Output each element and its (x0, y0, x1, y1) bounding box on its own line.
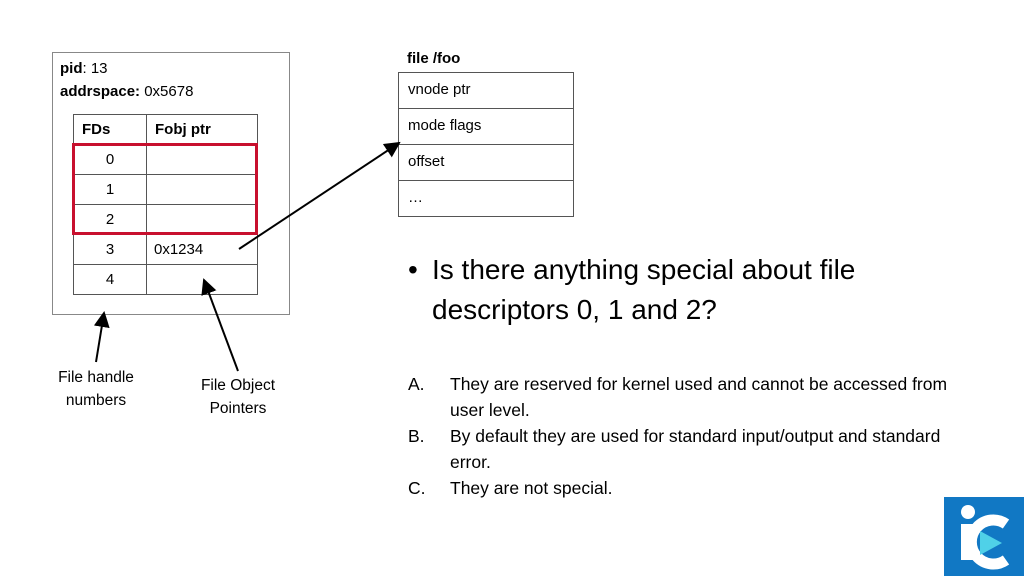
addrspace-value: 0x5678 (140, 83, 194, 100)
pid-line: pid: 13 (60, 57, 108, 80)
ic-logo-icon (944, 497, 1024, 576)
question-text: Is there anything special about file des… (432, 254, 856, 325)
answer-option: A. They are reserved for kernel used and… (408, 371, 968, 423)
fobj-ptr (146, 174, 258, 205)
pid-label: pid (60, 60, 83, 77)
std-fd-highlight (72, 143, 258, 235)
file-object-caption: File Object Pointers (178, 374, 298, 420)
caption-line: numbers (65, 392, 127, 409)
answer-text: They are not special. (450, 478, 613, 498)
bullet-icon: • (408, 254, 418, 285)
file-field: mode flags (398, 108, 574, 145)
file-field: … (398, 180, 574, 217)
file-object-table: vnode ptr mode flags offset … (398, 72, 574, 217)
file-handle-caption: File handle numbers (36, 366, 156, 412)
answer-list: A. They are reserved for kernel used and… (408, 371, 968, 501)
answer-letter: A. (408, 374, 425, 394)
file-handle-arrow (93, 311, 110, 363)
fobj-ptr (146, 204, 258, 235)
fd-header: FDs (73, 114, 147, 145)
fd-row: 1 (73, 174, 258, 205)
fd-row: 0 (73, 144, 258, 175)
answer-text: They are reserved for kernel used and ca… (450, 374, 948, 420)
file-field: offset (398, 144, 574, 181)
pid-value: : 13 (82, 60, 108, 77)
fd-table: FDs Fobj ptr 0 1 2 3 0x1234 4 (73, 114, 258, 295)
answer-text: By default they are used for standard in… (450, 426, 941, 472)
answer-letter: C. (408, 478, 426, 498)
question: • Is there anything special about file d… (408, 250, 948, 330)
process-box (52, 52, 290, 315)
pointer-arrow (238, 141, 401, 250)
file-object-title: file /foo (407, 50, 461, 67)
file-field: vnode ptr (398, 72, 574, 109)
file-object-arrow (201, 278, 239, 372)
fd-number: 4 (73, 264, 147, 295)
caption-line: Pointers (209, 400, 267, 417)
answer-option: C. They are not special. (408, 475, 968, 501)
addrspace-line: addrspace: 0x5678 (60, 80, 193, 103)
caption-line: File Object (200, 377, 276, 394)
caption-line: File handle (58, 369, 134, 386)
answer-option: B. By default they are used for standard… (408, 423, 968, 475)
addrspace-label: addrspace: (60, 83, 141, 100)
answer-letter: B. (408, 426, 425, 446)
fd-table-header: FDs Fobj ptr (73, 114, 258, 145)
